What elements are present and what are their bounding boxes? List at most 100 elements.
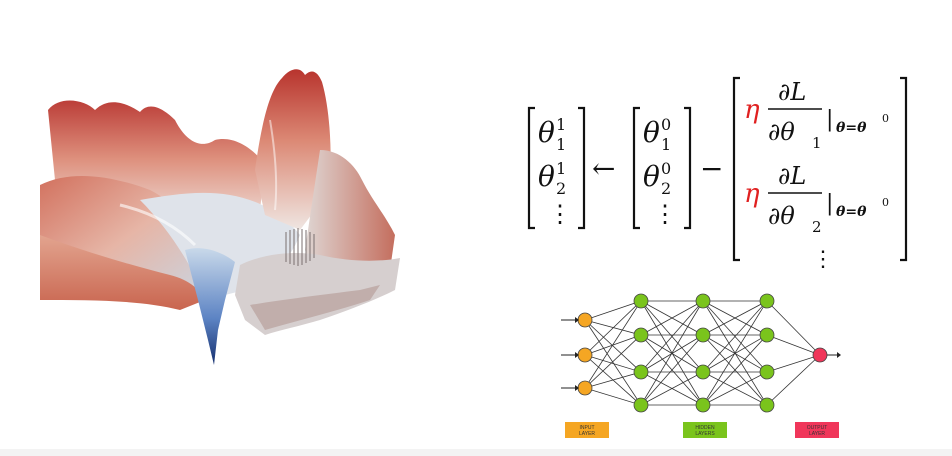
input-arrowhead-2 (575, 385, 579, 391)
vec2-row2: θ (643, 160, 660, 193)
grad2-eval-bar: | (826, 191, 833, 216)
surface-minimum-valley (185, 248, 235, 365)
grad1-denominator: ∂θ (768, 118, 795, 146)
node-hidden1-2 (633, 364, 649, 380)
vec1-row2-sup: 1 (556, 159, 566, 178)
vec1-row3: ⋮ (548, 200, 572, 228)
input-layer-label-2: LAYER (579, 431, 595, 437)
vec2-row3: ⋮ (653, 200, 677, 228)
node-hidden3-1 (759, 327, 775, 343)
node-hidden2-0 (695, 293, 711, 309)
minus-sign: − (700, 152, 723, 185)
hidden-layer-label-1: HIDDEN (695, 425, 715, 431)
input-layer-label-box (565, 422, 609, 438)
node-input-0 (577, 312, 593, 328)
edge-hidden2-3-hidden3-1 (702, 334, 768, 406)
surface-highlight-2 (269, 119, 278, 211)
network-nodes (577, 293, 828, 413)
grad1-eval-bar: | (826, 107, 833, 132)
grad1-denominator-sub: 1 (812, 134, 822, 152)
edge-hidden3-2-output-0 (766, 354, 821, 373)
vec1-row2-sub: 2 (556, 179, 566, 198)
gradient-descent-formula: θ 1 1 θ 1 2 ⋮ ← θ 0 1 θ 0 2 ⋮ − η ∂L ∂θ … (527, 76, 908, 272)
edge-input-0-hidden1-0 (584, 300, 642, 321)
grad1-eval-sup: 0 (882, 112, 889, 125)
node-output-0 (812, 347, 828, 363)
edge-hidden3-3-output-0 (766, 354, 821, 406)
edge-hidden1-1-hidden2-0 (640, 300, 704, 336)
node-hidden2-1 (695, 327, 711, 343)
node-hidden3-0 (759, 293, 775, 309)
assign-arrow: ← (592, 152, 615, 185)
gradient-vector-bracket (732, 76, 908, 262)
node-input-2 (577, 380, 593, 396)
grad2-denominator-sub: 2 (812, 218, 822, 236)
edge-input-2-hidden1-2 (584, 371, 642, 389)
vec2-row2-sup: 0 (661, 159, 671, 178)
surface-front-left (40, 235, 205, 310)
grad2-numerator: ∂L (778, 162, 806, 190)
node-input-1 (577, 347, 593, 363)
vec1-row2: θ (538, 160, 555, 193)
vec1-row1-sup: 1 (556, 115, 566, 134)
surface-striped-patch (285, 228, 315, 266)
hidden-layer-label-2: LAYERS (695, 431, 715, 437)
output-arrowhead (837, 352, 841, 358)
edge-hidden2-2-hidden3-0 (702, 300, 768, 373)
edge-input-2-hidden1-3 (584, 387, 642, 406)
vec2-row1-sup: 0 (661, 115, 671, 134)
node-hidden2-2 (695, 364, 711, 380)
edge-input-0-hidden1-2 (584, 319, 642, 373)
surface-right-plateau (305, 150, 395, 282)
vec1-row1-sub: 1 (556, 135, 566, 154)
edge-input-2-hidden1-0 (584, 300, 642, 389)
vec2-row1-sub: 1 (661, 135, 671, 154)
surface-highlight (119, 203, 197, 247)
eta-1: η (744, 95, 760, 125)
node-hidden1-0 (633, 293, 649, 309)
edge-hidden3-0-output-0 (766, 300, 821, 356)
surface-tall-peak (255, 69, 331, 230)
edge-hidden1-2-hidden2-0 (640, 300, 704, 373)
gradient-vec-row3: ⋮ (812, 247, 834, 272)
edge-input-1-hidden1-0 (584, 300, 642, 356)
vec1-row1: θ (538, 116, 555, 149)
edge-input-1-hidden1-2 (584, 354, 642, 373)
edge-input-0-hidden1-3 (584, 319, 642, 406)
grad1-numerator: ∂L (778, 78, 806, 106)
edge-hidden2-3-hidden3-0 (702, 300, 768, 406)
input-layer-label-1: INPUT (580, 425, 595, 431)
node-hidden1-3 (633, 397, 649, 413)
edge-hidden2-3-hidden3-2 (702, 371, 768, 406)
surface-front-right (235, 253, 400, 335)
vec2-row2-sub: 2 (661, 179, 671, 198)
edge-hidden3-1-output-0 (766, 334, 821, 356)
grad2-eval-sup: 0 (882, 196, 889, 209)
vec2-row1: θ (643, 116, 660, 149)
node-hidden3-2 (759, 364, 775, 380)
grad2-eval-cond: θ=θ (836, 204, 867, 220)
node-hidden3-3 (759, 397, 775, 413)
surface-front-right-shadow (250, 285, 380, 330)
vector-theta1-bracket (527, 106, 586, 230)
input-arrowhead-0 (575, 317, 579, 323)
bottom-strip (0, 449, 952, 456)
hidden-layer-label-box (683, 422, 727, 438)
output-layer-label-2: LAYER (809, 431, 825, 437)
input-arrowhead-1 (575, 352, 579, 358)
output-layer-label-box (795, 422, 839, 438)
edge-hidden2-1-hidden3-0 (702, 300, 768, 336)
output-layer-label-1: OUTPUT (807, 425, 828, 431)
network-arrows (561, 317, 841, 391)
grad1-eval-cond: θ=θ (836, 120, 867, 136)
eta-2: η (744, 179, 760, 209)
edge-hidden1-3-hidden2-1 (640, 334, 704, 406)
network-edges (584, 300, 821, 406)
edge-input-2-hidden1-1 (584, 334, 642, 389)
loss-landscape-surface (40, 69, 400, 365)
node-hidden1-1 (633, 327, 649, 343)
node-hidden2-3 (695, 397, 711, 413)
edge-hidden1-3-hidden2-2 (640, 371, 704, 406)
edge-hidden1-3-hidden2-0 (640, 300, 704, 406)
vector-theta0-bracket (632, 106, 692, 230)
